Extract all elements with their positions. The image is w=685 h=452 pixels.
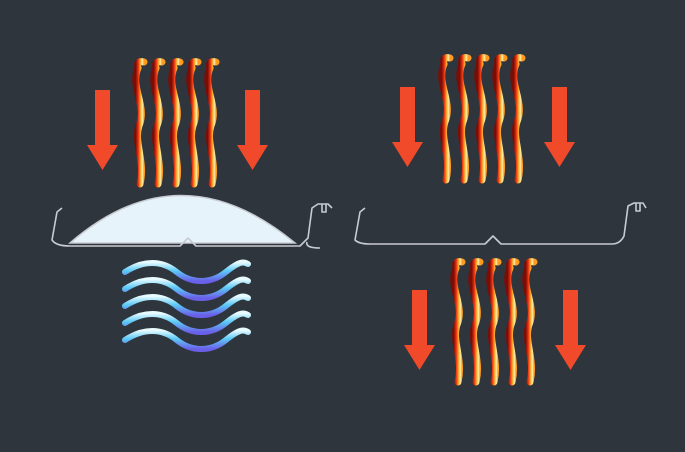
- heat-wave-icon: [492, 54, 508, 184]
- down-arrow-icon: [555, 290, 586, 370]
- heat-wave-icon: [468, 258, 484, 386]
- panel-clip: [635, 203, 641, 212]
- heat-wave-icon: [204, 58, 220, 188]
- down-arrow-icon: [87, 90, 118, 170]
- roof-panel-icon: [51, 203, 333, 249]
- heat-wave-icon: [456, 54, 472, 184]
- heat-wave-icon: [522, 258, 538, 386]
- heat-wave-icon: [504, 258, 520, 386]
- right-top-heat-waves: [438, 54, 526, 184]
- cool-waves: [122, 259, 251, 352]
- cool-wave-icon: [122, 310, 251, 335]
- heat-wave-icon: [510, 54, 526, 184]
- cool-wave-icon: [122, 276, 251, 301]
- down-arrow-icon: [544, 87, 575, 167]
- down-arrow-icon: [392, 87, 423, 167]
- heat-wave-icon: [150, 58, 166, 188]
- heat-wave-icon: [132, 58, 148, 188]
- heat-wave-icon: [450, 258, 466, 386]
- heat-wave-icon: [186, 58, 202, 188]
- cool-wave-icon: [122, 259, 251, 284]
- heat-wave-icon: [474, 54, 490, 184]
- bare-panel-group: [354, 54, 647, 386]
- cool-wave-icon: [122, 293, 251, 318]
- heat-wave-icon: [168, 58, 184, 188]
- heat-wave-icon: [486, 258, 502, 386]
- right-bottom-heat-waves: [450, 258, 538, 386]
- cool-wave-icon: [122, 327, 251, 352]
- down-arrow-icon: [237, 90, 268, 170]
- insulation-dome: [67, 194, 298, 244]
- roof-panel-icon: [354, 202, 647, 245]
- down-arrow-icon: [404, 290, 435, 370]
- left-heat-waves: [132, 58, 220, 188]
- insulated-panel-group: [51, 58, 333, 352]
- heat-wave-icon: [438, 54, 454, 184]
- panel-clip: [321, 204, 327, 213]
